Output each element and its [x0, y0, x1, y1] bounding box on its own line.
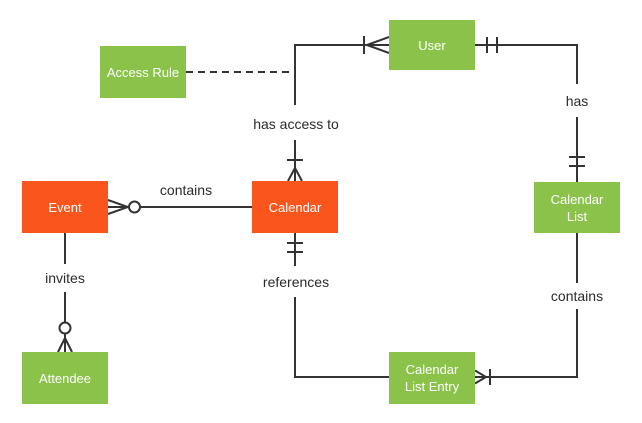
connector-line [475, 44, 578, 84]
entity-label: Access Rule [106, 64, 180, 80]
crows-foot-many-icon [366, 36, 390, 54]
entity-label: Event [48, 199, 82, 215]
entity-calendar-list: Calendar List [534, 182, 620, 233]
one-and-only-one-ticks-icon [569, 156, 585, 167]
relationship-label-has-access-to: has access to [250, 116, 342, 132]
relationship-label-references: references [259, 274, 333, 290]
entity-label: User [418, 37, 446, 53]
entity-label: Calendar List Entry [404, 362, 460, 394]
entity-event: Event [22, 181, 108, 233]
one-and-only-one-ticks-icon [486, 37, 498, 53]
connector-references [287, 233, 389, 378]
connector-has-access-to [287, 36, 390, 182]
entity-user: User [389, 20, 475, 70]
connector-line [475, 309, 578, 378]
entity-label: Calendar [268, 199, 322, 215]
crows-foot-many-icon [107, 199, 129, 215]
connector-contains-list [474, 233, 578, 385]
connector-line [294, 44, 389, 105]
connector-invites [57, 233, 73, 353]
entity-calendar-list-entry: Calendar List Entry [389, 352, 475, 404]
crows-foot-many-icon [287, 167, 303, 182]
connector-contains-event [107, 199, 252, 215]
entity-access-rule: Access Rule [100, 46, 186, 98]
relationship-label-contains-event: contains [156, 182, 216, 198]
entity-label: Attendee [38, 370, 92, 386]
one-and-only-one-ticks-icon [287, 242, 303, 253]
connector-line [294, 297, 389, 378]
crows-foot-many-icon [57, 337, 73, 353]
connector-has [475, 37, 585, 182]
zero-circle-icon [128, 200, 141, 214]
relationship-label-contains-list: contains [547, 288, 607, 304]
zero-circle-icon [58, 321, 72, 335]
entity-calendar: Calendar [252, 181, 338, 233]
relationship-label-invites: invites [42, 270, 88, 286]
entity-attendee: Attendee [22, 352, 108, 404]
entity-label: Calendar List [550, 191, 604, 224]
relationship-label-has: has [562, 93, 592, 109]
crows-foot-many-icon [474, 369, 487, 385]
